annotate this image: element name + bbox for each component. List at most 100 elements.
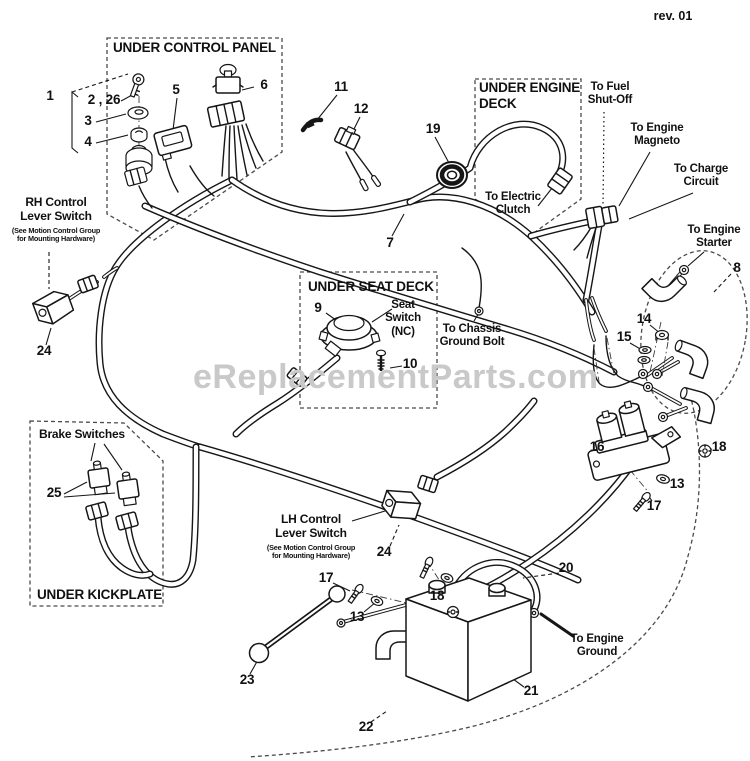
interlock-module (153, 124, 193, 161)
callout-3: 3 (84, 113, 92, 129)
ring-terminal (678, 264, 690, 276)
callout-24: 24 (376, 544, 392, 560)
washer-13 (656, 474, 670, 484)
callout-7: 7 (386, 235, 394, 251)
callout-13: 13 (669, 476, 685, 492)
callout-10: 10 (402, 356, 418, 372)
label-lh-lever-switch-note: (See Motion Control Group for Mounting H… (266, 543, 356, 561)
ignition-key (129, 73, 145, 98)
battery (405, 577, 532, 702)
seat-switch (318, 314, 381, 357)
callout-12: 12 (353, 101, 369, 117)
pto-switch (212, 63, 244, 94)
bolt-13 (347, 583, 364, 604)
key-switch-nut (130, 127, 148, 143)
rh-lever-plug (77, 274, 99, 294)
bullet-terminal (359, 178, 369, 192)
washer (370, 595, 384, 607)
ring-terminal (336, 618, 346, 628)
label-under-kickplate: UNDER KICKPLATE (37, 587, 162, 602)
callout-22: 22 (358, 719, 374, 735)
callout-1: 1 (46, 88, 54, 104)
pto-connector (206, 100, 246, 128)
callout-24: 24 (36, 343, 52, 359)
brake-connector (115, 511, 139, 531)
callout-20: 20 (558, 560, 574, 576)
rh-lever-connector (31, 290, 75, 325)
callout-21: 21 (523, 683, 539, 699)
ignition-connector (124, 166, 148, 187)
lh-lever-connector (381, 489, 422, 520)
washer-15 (638, 345, 652, 355)
callout-4: 4 (84, 134, 92, 150)
starter-boot (641, 275, 687, 303)
callout-8: 8 (733, 260, 741, 276)
washer-15 (637, 355, 651, 365)
ring-terminal (657, 411, 669, 423)
label-to-fuel-shutoff: To Fuel Shut-Off (587, 81, 633, 107)
revision-label: rev. 01 (653, 9, 693, 23)
starter-boot (674, 339, 709, 380)
callout-5: 5 (172, 82, 180, 98)
flange-nut-14 (654, 329, 670, 341)
label-to-chassis-ground: To Chassis Ground Bolt (439, 323, 505, 349)
hex-nut-18 (698, 444, 712, 458)
under-engine-deck-box (474, 78, 582, 236)
callout-2,26: 2 , 26 (87, 92, 121, 108)
ground-strap (248, 585, 346, 664)
watermark: eReplacementParts.com (193, 358, 599, 396)
bullet-terminal (370, 175, 382, 187)
label-rh-lever-switch: RH Control Lever Switch (20, 195, 92, 223)
starter-boot-group-outline (640, 250, 748, 414)
label-rh-lever-switch-note: (See Motion Control Group for Mounting H… (11, 226, 101, 244)
brake-switch (87, 460, 111, 496)
under-seat-deck-box (299, 271, 438, 409)
seat-switch-plug (286, 367, 308, 387)
hex-nut-18 (446, 605, 460, 619)
ring-terminal (474, 306, 484, 316)
callout-19: 19 (425, 121, 441, 137)
label-brake-switches: Brake Switches (39, 427, 125, 441)
label-to-electric-clutch: To Electric Clutch (485, 191, 541, 217)
ring-terminal (637, 368, 649, 380)
label-to-engine-ground: To Engine Ground (570, 633, 624, 659)
ring-terminal (642, 381, 654, 393)
starter-boot (679, 386, 715, 425)
callout-23: 23 (239, 672, 255, 688)
callout-16: 16 (589, 439, 605, 455)
key-switch-washer (127, 106, 149, 120)
label-to-charge-circuit: To Charge Circuit (673, 163, 729, 189)
frame-outline (247, 393, 701, 758)
starter-solenoid (587, 400, 682, 481)
callout-15: 15 (616, 329, 632, 345)
brake-switch (116, 471, 140, 507)
under-kickplate-box (29, 420, 164, 607)
callout-17: 17 (646, 498, 662, 514)
lh-lever-plug (417, 474, 439, 494)
label-under-seat-deck: UNDER SEAT DECK (308, 279, 434, 294)
harness-grommet (436, 161, 468, 189)
callout-13: 13 (349, 609, 365, 625)
brake-connector (85, 501, 109, 521)
label-under-engine-deck: UNDER ENGINE DECK (479, 80, 581, 111)
callout-9: 9 (314, 300, 322, 316)
engine-harness-connector (585, 205, 619, 230)
callout-14: 14 (636, 311, 652, 327)
washer (440, 573, 454, 583)
label-under-control-panel: UNDER CONTROL PANEL (113, 40, 276, 55)
label-to-engine-magneto: To Engine Magneto (630, 122, 684, 148)
bolt-17 (419, 556, 434, 579)
label-to-engine-starter: To Engine Starter (687, 224, 741, 250)
label-lh-lever-switch: LH Control Lever Switch (275, 512, 347, 540)
callout-18: 18 (429, 588, 445, 604)
wire-clip (300, 117, 324, 133)
clutch-connector (547, 167, 573, 195)
under-control-panel-box (106, 37, 283, 241)
callout-6: 6 (260, 77, 268, 93)
battery-terminal (428, 579, 446, 594)
callout-17: 17 (318, 570, 334, 586)
bolt-17 (632, 491, 651, 512)
battery-terminal (488, 582, 506, 597)
